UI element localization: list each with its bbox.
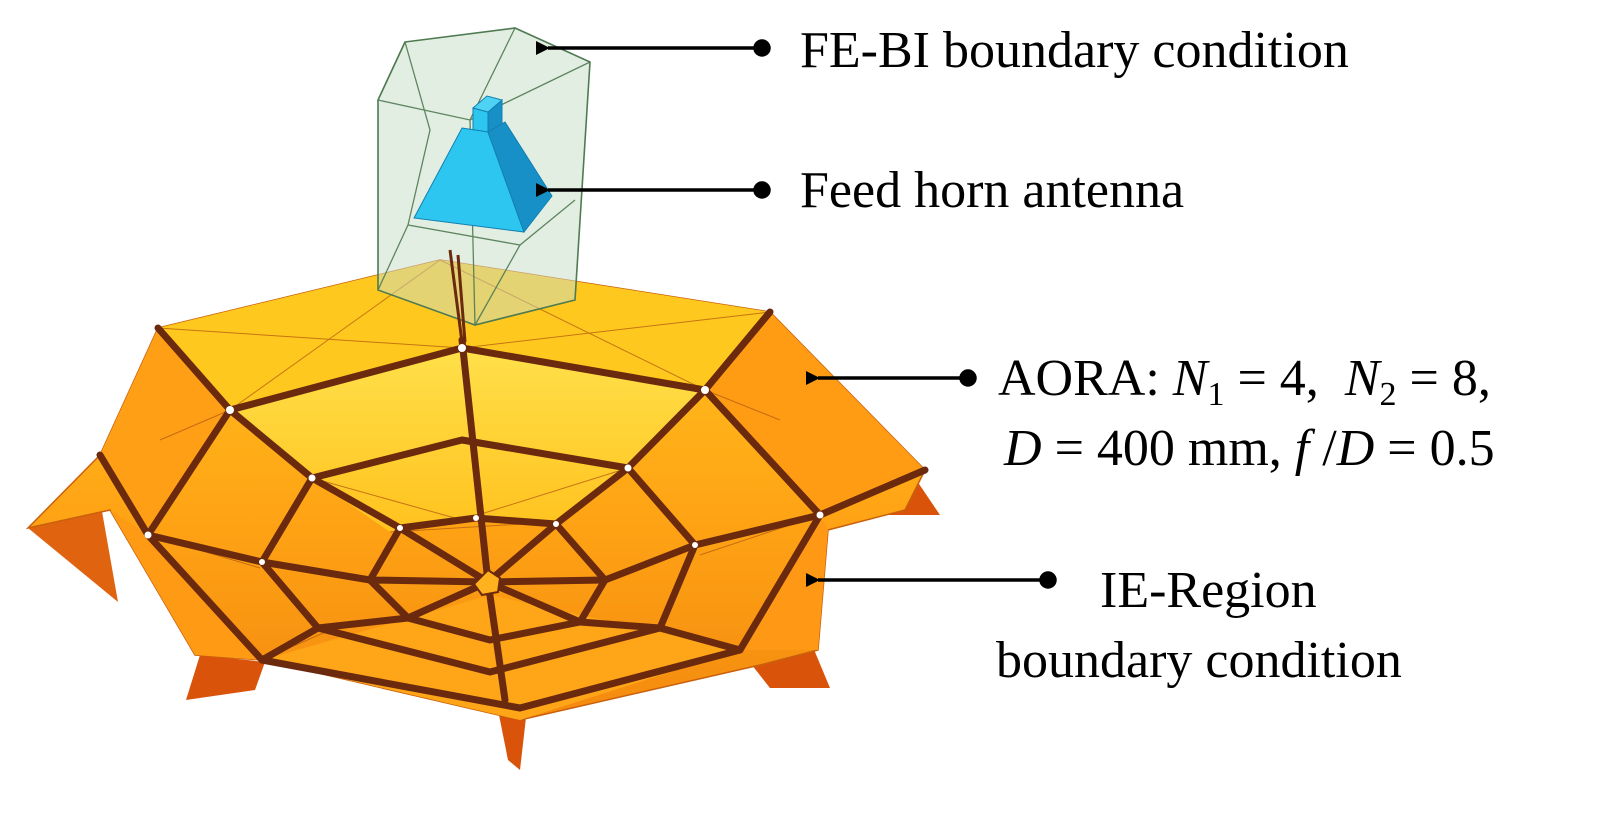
n2-subscript: 2: [1379, 376, 1397, 413]
horn-support-strut: [448, 249, 464, 343]
fd-separator: /: [1309, 420, 1337, 477]
arrow-aora-dot: [959, 369, 977, 387]
label-aora-line2: D = 400 mm, f /D = 0.5: [1004, 420, 1495, 478]
reflector-facet-left: [100, 328, 230, 535]
horn-stem-top: [471, 95, 504, 113]
label-feed-horn: Feed horn antenna: [800, 162, 1185, 219]
f-symbol: f: [1294, 420, 1310, 477]
d-symbol: D: [1004, 420, 1042, 477]
label-aora-line1: AORA: N1 = 4, N2 = 8,: [998, 350, 1491, 424]
aora-prefix: AORA:: [998, 350, 1173, 407]
label-ie-region-line2: boundary condition: [996, 632, 1402, 689]
reflector-aora: [25, 259, 940, 770]
d-value: = 400 mm,: [1041, 420, 1295, 477]
reflector-hub: [472, 568, 502, 597]
n2-symbol: N: [1344, 350, 1380, 407]
horn-support-strut-2: [456, 254, 467, 343]
n1-symbol: N: [1172, 350, 1208, 407]
label-febi-boundary: FE-BI boundary condition: [800, 22, 1349, 79]
feed-horn: [413, 95, 553, 343]
reflector-fin-bottom-left: [186, 655, 265, 700]
arrow-ie-dot: [1039, 571, 1057, 589]
fd-d-symbol: D: [1336, 420, 1375, 477]
arrow-febi-dot: [753, 39, 771, 57]
reflector-joints: [144, 344, 824, 565]
label-ie-region-line1: IE-Region: [1100, 562, 1317, 619]
fd-value: = 0.5: [1374, 420, 1495, 477]
arrow-feed-dot: [753, 181, 771, 199]
reflector-ribs: [96, 308, 929, 712]
n1-subscript: 1: [1207, 376, 1225, 413]
callout-arrows: [536, 39, 1057, 589]
reflector-fin-left: [28, 500, 118, 602]
n1-value: = 4,: [1224, 350, 1345, 407]
n2-value: = 8,: [1396, 350, 1491, 407]
horn-flare-side: [487, 121, 553, 234]
reflector-facet-right: [705, 312, 925, 515]
